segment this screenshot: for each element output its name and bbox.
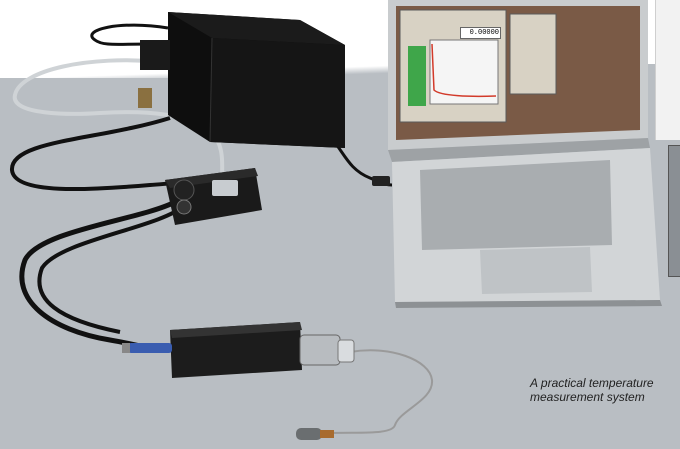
screen-readout: 0.00000: [460, 27, 501, 39]
main-device-box: [138, 12, 345, 148]
laptop: [388, 0, 662, 308]
probe-converter: [122, 322, 355, 378]
interface-module: [165, 168, 262, 225]
plot-curve: [431, 43, 497, 98]
usb-plug: [372, 176, 390, 186]
caption-line-1: A practical temperature: [530, 376, 654, 390]
probe-tip: [296, 428, 334, 440]
thermocouple-wire: [329, 349, 434, 434]
photo-caption: A practical temperature measurement syst…: [530, 376, 670, 404]
black-cable-top: [90, 23, 169, 47]
long-black-cable-2: [37, 203, 187, 334]
black-cable-loop: [9, 116, 197, 192]
background-panel: [655, 0, 680, 140]
background-panel-dark: [668, 145, 680, 277]
caption-line-2: measurement system: [530, 390, 645, 404]
